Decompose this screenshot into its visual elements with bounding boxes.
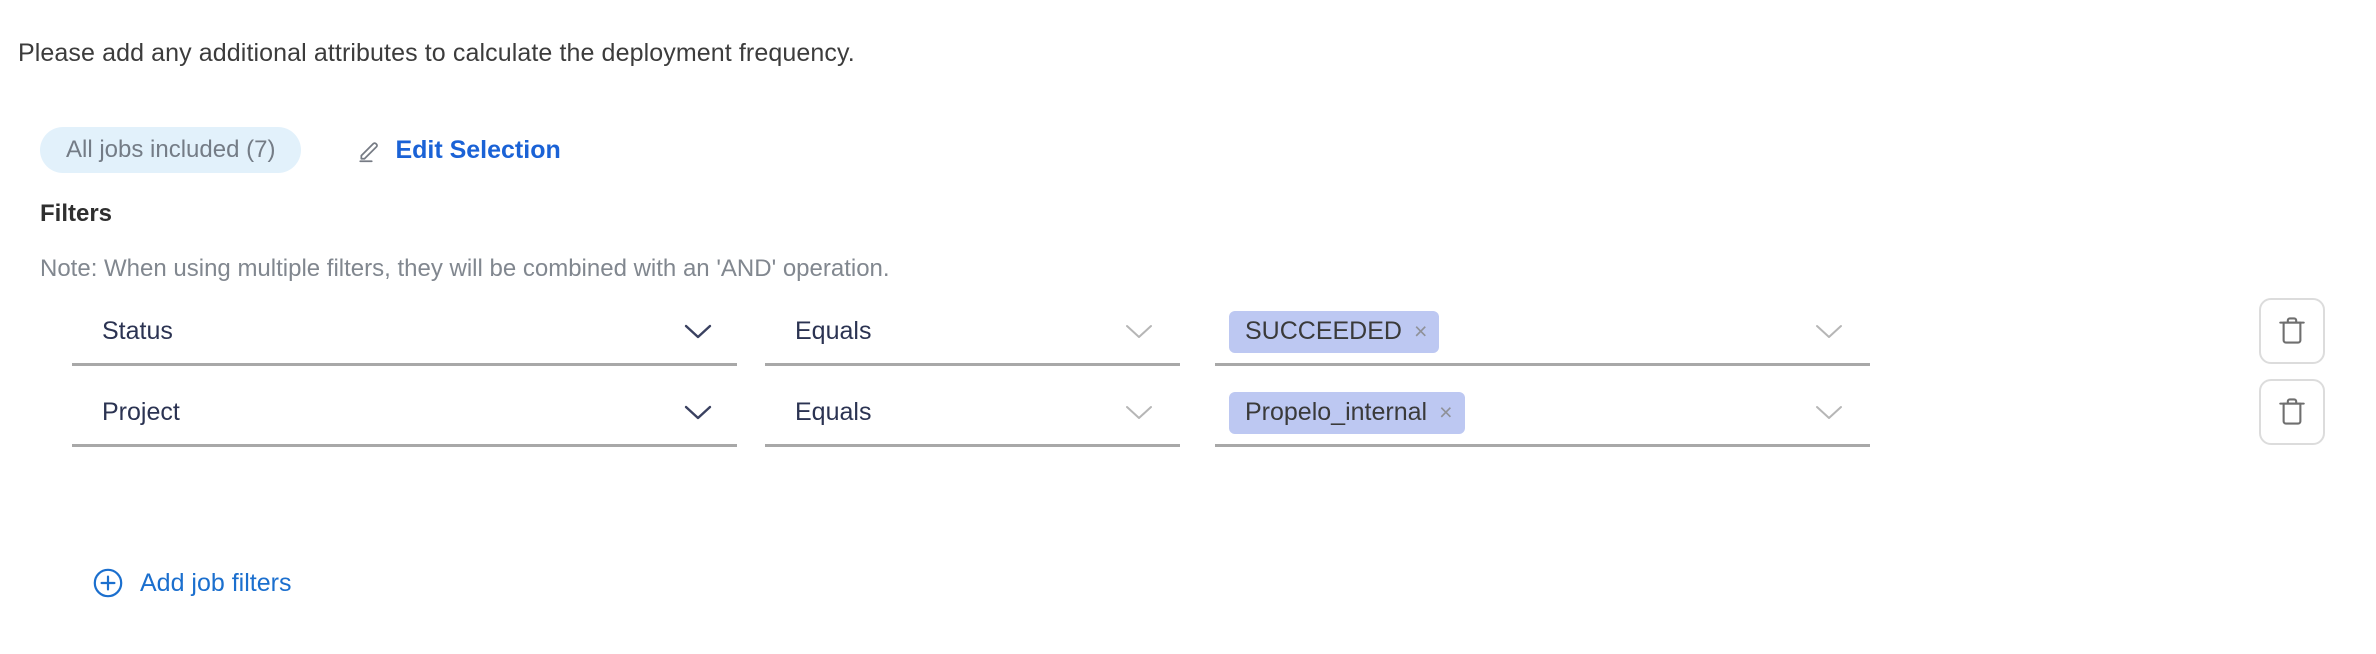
chevron-down-icon <box>1124 323 1180 341</box>
chevron-down-icon <box>683 323 737 341</box>
selection-row: All jobs included (7) Edit Selection <box>40 126 561 174</box>
plus-circle-icon <box>92 567 124 599</box>
filter-value-chip-label: SUCCEEDED <box>1245 317 1402 345</box>
filter-attribute-value: Status <box>102 317 173 345</box>
filter-operator-select[interactable]: Equals <box>765 300 1180 366</box>
pencil-icon <box>357 137 383 163</box>
filters-note: Note: When using multiple filters, they … <box>40 255 890 282</box>
filter-attribute-value: Project <box>102 398 180 426</box>
filter-operator-value: Equals <box>795 317 872 345</box>
add-job-filters-label: Add job filters <box>140 568 292 597</box>
intro-text: Please add any additional attributes to … <box>18 39 855 67</box>
filter-operator-select[interactable]: Equals <box>765 381 1180 447</box>
chevron-down-icon <box>1124 404 1180 422</box>
all-jobs-included-badge: All jobs included (7) <box>40 127 302 173</box>
delete-filter-button[interactable] <box>2259 379 2325 445</box>
filter-value-chip[interactable]: SUCCEEDED × <box>1229 310 1440 353</box>
filter-row: Project Equals Propelo_internal × <box>0 379 2376 463</box>
chevron-down-icon <box>1814 323 1870 341</box>
filter-attribute-select[interactable]: Project <box>72 381 737 447</box>
close-icon[interactable]: × <box>1413 318 1428 344</box>
edit-selection-label: Edit Selection <box>395 135 561 164</box>
filter-attribute-select[interactable]: Status <box>72 300 737 366</box>
filter-value-select[interactable]: SUCCEEDED × <box>1215 300 1870 366</box>
edit-selection-button[interactable]: Edit Selection <box>357 135 561 165</box>
add-job-filters-button[interactable]: Add job filters <box>92 567 291 599</box>
filter-operator-value: Equals <box>795 398 872 426</box>
trash-icon <box>2277 315 2307 347</box>
chevron-down-icon <box>683 404 737 422</box>
close-icon[interactable]: × <box>1439 399 1453 425</box>
delete-filter-button[interactable] <box>2259 298 2325 364</box>
filter-value-chip[interactable]: Propelo_internal × <box>1229 391 1465 434</box>
filter-value-chip-label: Propelo_internal <box>1245 398 1428 426</box>
filter-row: Status Equals SUCCEEDED × <box>0 298 2376 382</box>
filter-value-chips: Propelo_internal × <box>1229 391 1814 434</box>
filter-value-select[interactable]: Propelo_internal × <box>1215 381 1870 447</box>
filters-heading: Filters <box>40 200 113 227</box>
filter-value-chips: SUCCEEDED × <box>1229 310 1814 353</box>
trash-icon <box>2277 396 2307 428</box>
chevron-down-icon <box>1814 404 1870 422</box>
